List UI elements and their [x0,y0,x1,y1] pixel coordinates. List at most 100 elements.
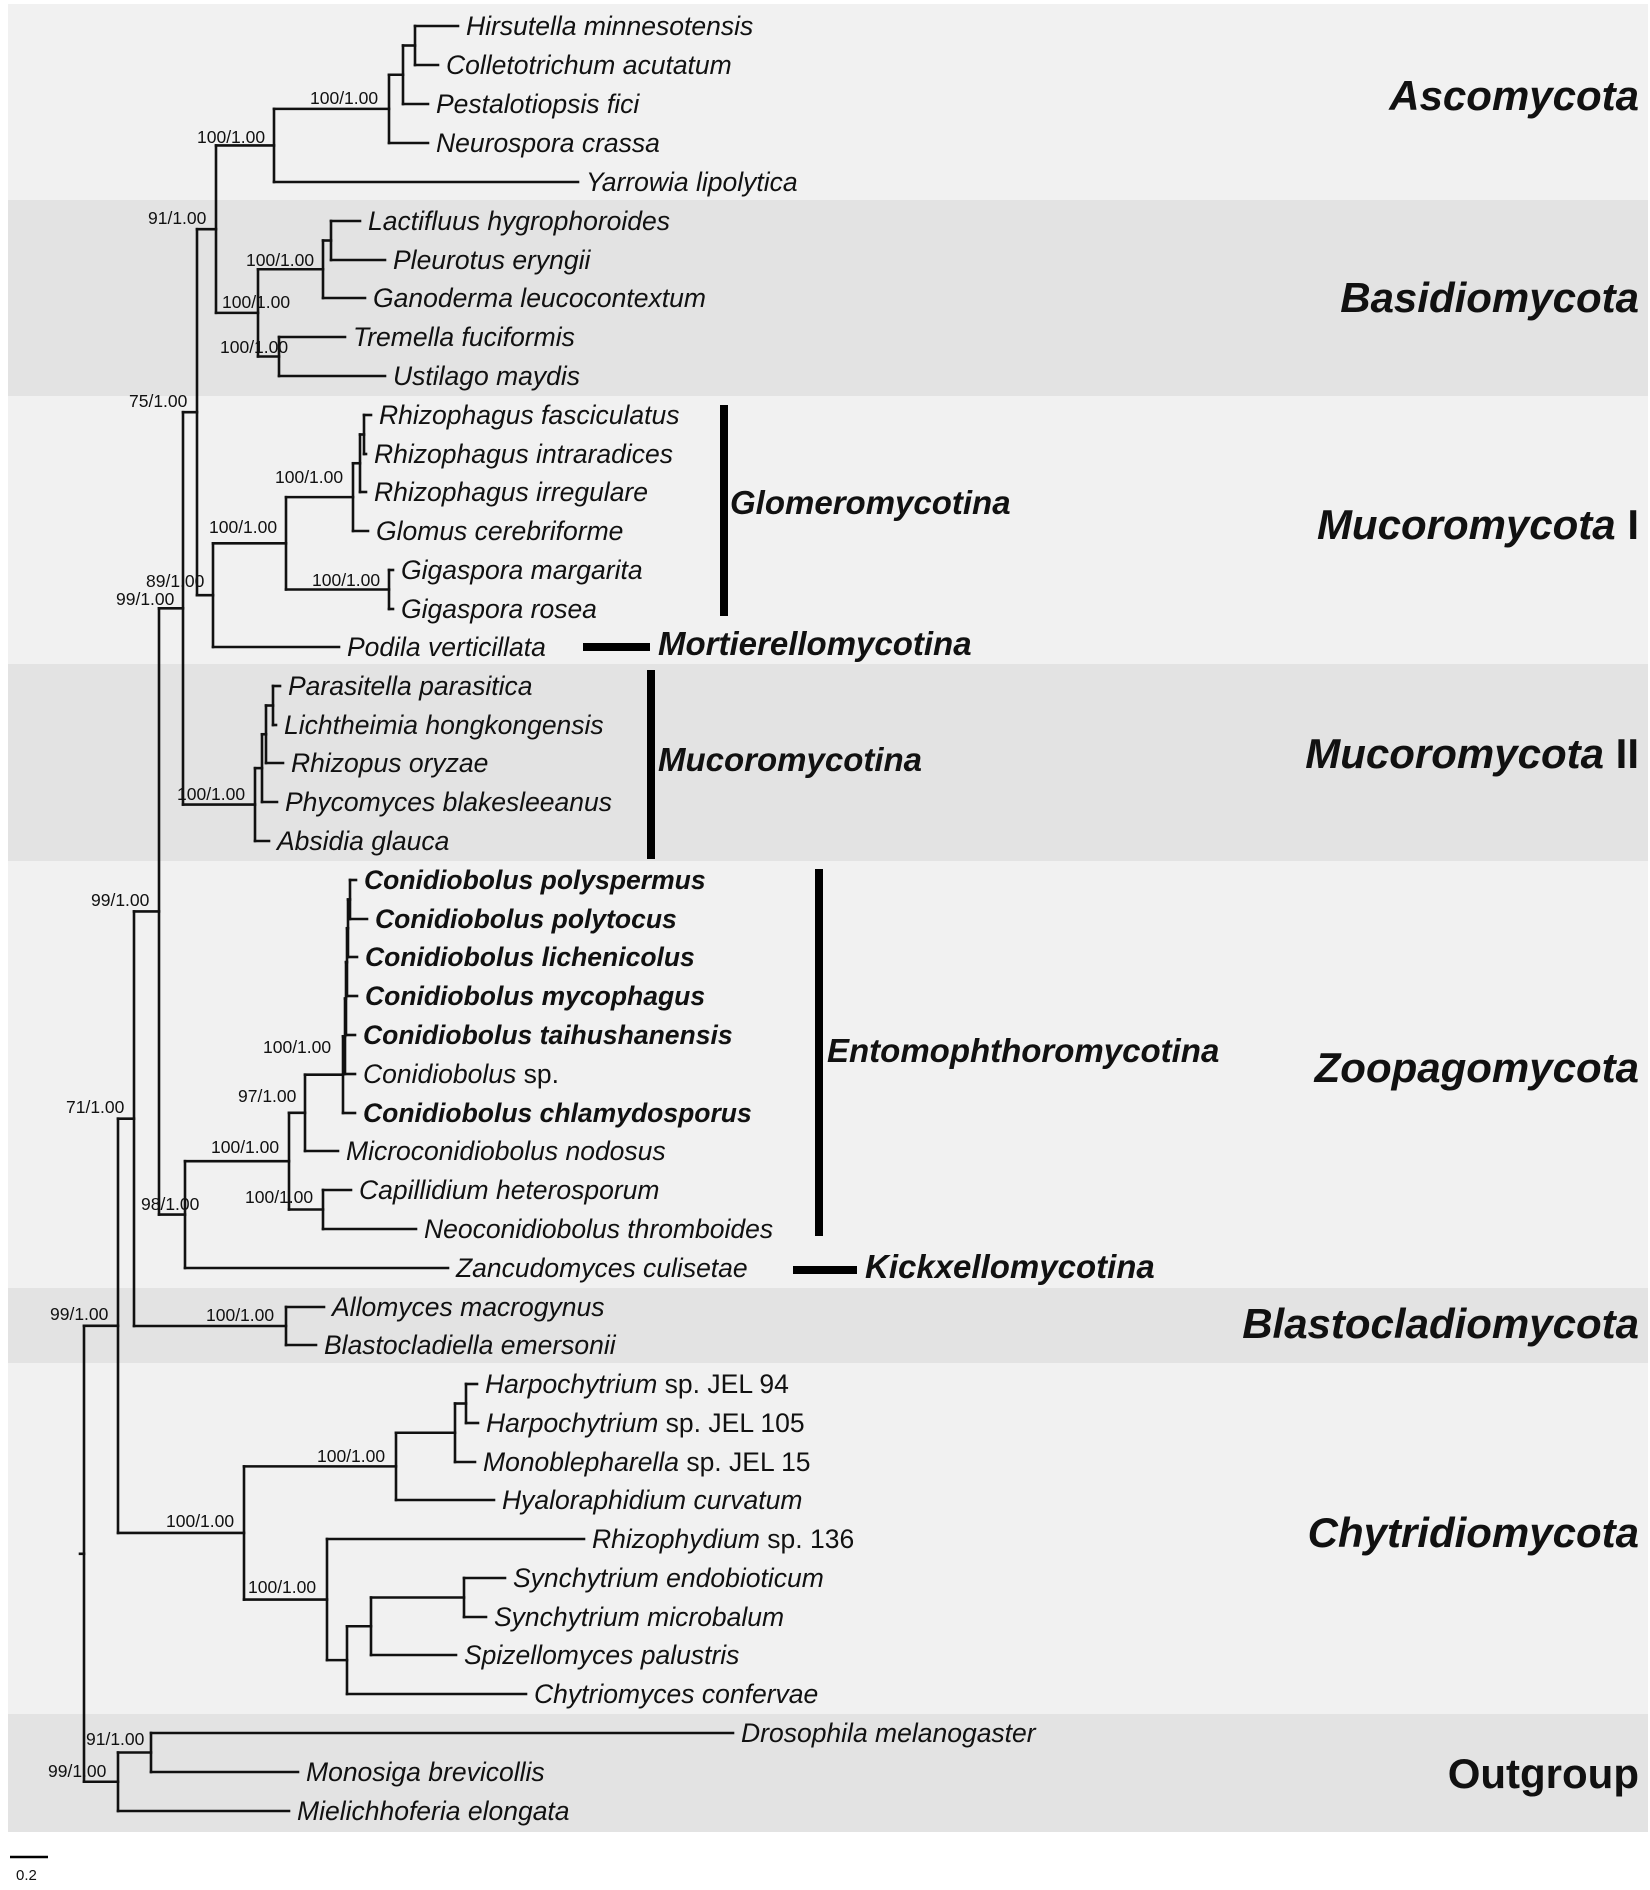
taxon-label: Harpochytrium sp. JEL 94 [485,1369,789,1399]
phylum-name: Mucoromycota [1317,501,1616,548]
taxon-label: Conidiobolus polytocus [375,904,677,934]
taxon-name: Colletotrichum acutatum [446,50,732,80]
taxon-name: Harpochytrium [485,1369,657,1399]
phylum-suffix: I [1616,501,1639,548]
phylum-name: Basidiomycota [1340,274,1639,321]
taxon-label: Synchytrium microbalum [494,1602,784,1632]
tree-branches [78,24,735,1813]
band-basidiomycota [8,200,1648,396]
taxon-label: Tremella fuciformis [353,322,575,352]
support-value-agarico_uppertrio: 100/1.00 [246,250,314,270]
taxon-name: Rhizopus oryzae [291,748,488,778]
taxon-suffix: sp. JEL 94 [657,1369,789,1399]
taxon-label: Harpochytrium sp. JEL 105 [486,1408,805,1438]
taxon-name: Parasitella parasitica [288,671,533,701]
taxon-label: Spizellomyces palustris [464,1640,739,1670]
taxon-name: Lactifluus hygrophoroides [368,206,670,236]
taxon-label: Conidiobolus sp. [363,1059,559,1089]
band-ascomycota [8,4,1648,200]
taxon-name: Hyaloraphidium curvatum [502,1485,802,1515]
support-value-dikarya: 91/1.00 [148,208,207,228]
phylum-label-outgroup: Outgroup [1448,1750,1639,1797]
taxon-name: Capillidium heterosporum [359,1175,659,1205]
taxon-label: Monoblepharella sp. JEL 15 [483,1447,811,1477]
entomophthoromycotina-label: Entomophthoromycotina [827,1032,1219,1069]
taxon-label: Rhizophagus irregulare [374,477,648,507]
taxon-label: Rhizophagus fasciculatus [379,400,680,430]
support-value-dik_muco_zoo: 99/1.00 [91,890,150,910]
phylum-name: Outgroup [1448,1750,1639,1797]
taxon-name: Tremella fuciformis [353,322,575,352]
taxon-label: Colletotrichum acutatum [446,50,732,80]
taxon-name: Allomyces macrogynus [330,1292,604,1322]
phylum-name: Zoopagomycota [1314,1044,1639,1091]
taxon-name: Rhizophagus irregulare [374,477,648,507]
taxon-name: Monosiga brevicollis [306,1757,545,1787]
support-value-asco: 100/1.00 [197,127,265,147]
taxon-label: Blastocladiella emersonii [324,1330,617,1360]
taxon-name: Ustilago maydis [393,361,580,391]
phylum-name: Ascomycota [1388,72,1639,119]
support-value-agarico: 100/1.00 [222,292,290,312]
taxon-name: Microconidiobolus nodosus [346,1136,666,1166]
phylum-bands [8,4,1648,1832]
support-value-rhizophagus: 100/1.00 [275,467,343,487]
taxon-name: Neurospora crassa [436,128,660,158]
band-mucoromycota1 [8,396,1648,664]
kickxellomycotina-label: Kickxellomycotina [865,1248,1155,1285]
taxon-name: Pestalotiopsis fici [436,89,640,119]
support-value-zoopago: 98/1.00 [141,1194,200,1214]
support-value-chytrid: 100/1.00 [166,1511,234,1531]
taxon-name: Mielichhoferia elongata [297,1796,570,1826]
support-value-root: 99/1.00 [48,1761,107,1781]
taxon-label: Hirsutella minnesotensis [466,11,753,41]
taxon-name: Synchytrium microbalum [494,1602,784,1632]
taxon-label: Ganoderma leucocontextum [373,283,706,313]
taxon-name: Conidiobolus polyspermus [364,865,706,895]
band-chytridiomycota [8,1363,1648,1714]
phylum-labels: Ascomycota Basidiomycota Mucoromycota I … [1242,72,1639,1797]
taxon-name: Chytriomyces confervae [534,1679,818,1709]
taxon-label: Synchytrium endobioticum [513,1563,824,1593]
support-value-nonchytrid: 71/1.00 [66,1097,125,1117]
taxon-label: Neurospora crassa [436,128,660,158]
taxon-name: Monoblepharella [483,1447,679,1477]
support-value-opisthokont: 91/1.00 [86,1729,145,1749]
taxon-suffix: sp. 136 [760,1524,854,1554]
taxon-label: Rhizophagus intraradices [374,439,673,469]
phylum-label-zoopagomycota: Zoopagomycota [1314,1044,1639,1091]
taxon-label: Mielichhoferia elongata [297,1796,570,1826]
support-value-capil_neo: 100/1.00 [245,1187,313,1207]
glomeromycotina-label: Glomeromycotina [730,484,1011,521]
taxon-name: Gigaspora margarita [401,555,643,585]
taxon-label: Conidiobolus chlamydosporus [363,1098,752,1128]
taxon-label: Rhizopus oryzae [291,748,488,778]
support-value-conidiobolus: 100/1.00 [263,1037,331,1057]
taxon-name: Rhizophagus fasciculatus [379,400,680,430]
taxon-label: Lichtheimia hongkongensis [284,710,604,740]
mortierellomycotina-label: Mortierellomycotina [658,625,972,662]
support-value-dikarya_glom: 75/1.00 [129,391,188,411]
taxon-label: Hyaloraphidium curvatum [502,1485,802,1515]
support-value-fungi: 99/1.00 [50,1304,109,1324]
phylum-name: Mucoromycota [1305,730,1604,777]
band-zoopagomycota [8,861,1648,1288]
taxon-name: Synchytrium endobioticum [513,1563,824,1593]
taxon-label: Conidiobolus mycophagus [365,981,705,1011]
taxon-name: Conidiobolus lichenicolus [365,942,695,972]
taxon-name: Hirsutella minnesotensis [466,11,753,41]
taxon-name: Conidiobolus [363,1059,516,1089]
taxon-label: Zancudomyces culisetae [455,1253,748,1283]
taxon-label: Conidiobolus taihushanensis [363,1020,733,1050]
taxon-suffix: sp. JEL 105 [658,1408,804,1438]
taxon-label: Pleurotus eryngii [393,245,591,275]
taxon-name: Ganoderma leucocontextum [373,283,706,313]
taxon-label: Drosophila melanogaster [741,1718,1037,1748]
taxon-name: Conidiobolus chlamydosporus [363,1098,752,1128]
taxon-name: Podila verticillata [347,632,546,662]
phylum-suffix: II [1604,730,1639,777]
taxon-name: Glomus cerebriforme [376,516,623,546]
taxon-name: Rhizophydium [592,1524,760,1554]
taxon-label: Monosiga brevicollis [306,1757,545,1787]
